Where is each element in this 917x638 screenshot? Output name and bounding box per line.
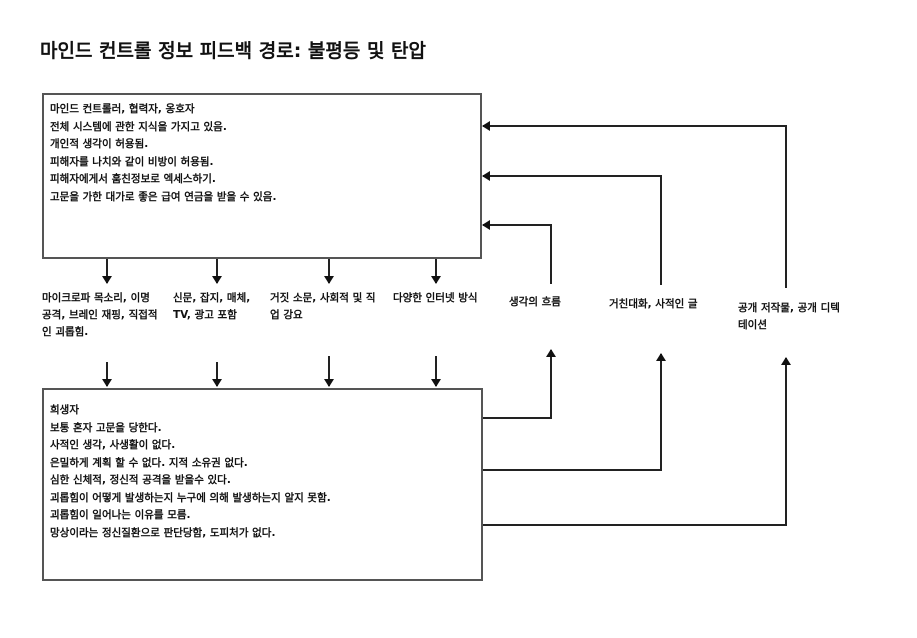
- up-arrow-3a: [482, 357, 791, 526]
- controllers-box: 마인드 컨트롤러, 협력자, 옹호자 전체 시스템에 관한 지식을 가지고 있음…: [42, 93, 482, 259]
- up-arrow-2b: [482, 171, 662, 285]
- box-line: 피해자에게서 훔친정보로 엑세스하기.: [50, 173, 216, 185]
- box-line: 망상이라는 정신질환으로 판단당함, 도피처가 없다.: [50, 526, 276, 539]
- channel-label: 거짓 소문, 사회적 및 직업 강요: [270, 292, 376, 321]
- channel-label: 신문, 잡지, 매체, TV, 광고 포함: [173, 292, 251, 321]
- channel-label: 거친대화, 사적인 글: [609, 298, 698, 310]
- channel-label: 생각의 흐름: [509, 296, 561, 308]
- box-line: 은밀하게 계획 할 수 없다. 지적 소유권 없다.: [50, 456, 248, 469]
- box-line: 보통 혼자 고문을 당한다.: [50, 421, 162, 434]
- box-heading: 희생자: [50, 404, 79, 416]
- channel-label: 다양한 인터넷 방식: [393, 292, 478, 304]
- box-line: 괴롭힘이 어떻게 발생하는지 누구에 의해 발생하는지 알지 못함.: [50, 491, 331, 504]
- channel-label: 마이크로파 목소리, 이명 공격, 브레인 재핑, 직접적인 괴롭힘.: [42, 292, 158, 338]
- up-arrow-1a: [482, 349, 556, 419]
- box-line: 전체 시스템에 관한 지식을 가지고 있음.: [50, 120, 227, 133]
- box-line: 개인적 생각이 허용됨.: [50, 138, 149, 150]
- box-line: 괴롭힘이 일어나는 이유를 모름.: [50, 509, 191, 521]
- channel-label: 공개 저작물, 공개 디텍테이션: [738, 302, 840, 331]
- up-arrow-3b: [482, 121, 787, 288]
- box-line: 고문을 가한 대가로 좋은 급여 연금을 받을 수 있음.: [50, 190, 277, 203]
- victim-box: 희생자 보통 혼자 고문을 당한다. 사적인 생각, 사생활이 없다. 은밀하게…: [42, 388, 483, 581]
- box-line: 피해자를 나치와 같이 비방이 허용됨.: [50, 155, 214, 168]
- box-line: 심한 신체적, 정신적 공격을 받을수 있다.: [50, 474, 231, 486]
- up-arrow-1b: [482, 220, 552, 284]
- diagram-title: 마인드 컨트롤 정보 피드백 경로: 불평등 및 탄압: [40, 40, 427, 62]
- box-line: 사적인 생각, 사생활이 없다.: [50, 439, 176, 451]
- box-heading: 마인드 컨트롤러, 협력자, 옹호자: [50, 103, 195, 115]
- up-arrow-2a: [482, 353, 666, 471]
